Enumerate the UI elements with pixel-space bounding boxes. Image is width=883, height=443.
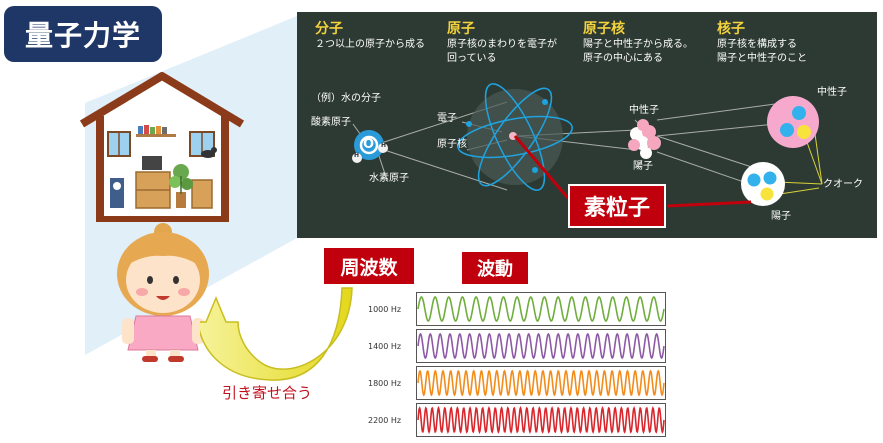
label-neutron: 中性子	[629, 105, 659, 116]
header-molecule: 分子 ２つ以上の原子から成る	[315, 20, 425, 52]
wave-label: 波動	[462, 252, 528, 284]
wave-row-1: 1000 Hz	[364, 292, 666, 326]
wave-3	[416, 366, 666, 400]
wave-1	[416, 292, 666, 326]
header-atom-title: 原子	[447, 21, 475, 37]
header-nucleon: 核子 原子核を構成する 陽子と中性子のこと	[717, 20, 807, 66]
header-molecule-line1: ２つ以上の原子から成る	[315, 39, 425, 50]
header-nucleon-line2: 陽子と中性子のこと	[717, 53, 807, 64]
header-atom-line1: 原子核のまわりを電子が	[447, 39, 557, 50]
title-text: 量子力学	[24, 19, 141, 52]
wave-row-2: 1400 Hz	[364, 329, 666, 363]
girl-illustration	[117, 223, 209, 362]
wave-line	[417, 369, 665, 397]
header-nucleus-line1: 陽子と中性子から成る。	[583, 39, 693, 50]
elementary-particle-label: 素粒子	[568, 184, 666, 228]
header-nucleon-line1: 原子核を構成する	[717, 39, 797, 50]
label-neutron-2: 中性子	[817, 87, 847, 98]
wave-1-label: 1000 Hz	[368, 305, 402, 314]
header-nucleus-line2: 原子の中心にある	[583, 53, 663, 64]
wave-4	[416, 403, 666, 437]
wave-4-label: 2200 Hz	[368, 416, 402, 425]
header-atom: 原子 原子核のまわりを電子が 回っている	[447, 20, 557, 66]
oxygen-symbol: O	[363, 137, 375, 152]
hydrogen-symbol-left: H	[354, 152, 360, 159]
board-graphics	[352, 83, 823, 208]
wave-2-label: 1400 Hz	[368, 342, 402, 351]
label-nucleus: 原子核	[437, 139, 467, 150]
house-illustration	[80, 72, 245, 222]
wave-row-4: 2200 Hz	[364, 403, 666, 437]
title-badge: 量子力学	[4, 6, 162, 62]
attract-text: 引き寄せ合う	[222, 384, 313, 402]
label-proton-2: 陽子	[771, 211, 791, 222]
waves-panel: 1000 Hz 1400 Hz 1800 Hz 2200 Hz	[364, 290, 674, 440]
frequency-label: 周波数	[324, 248, 414, 284]
header-nucleon-title: 核子	[717, 21, 745, 37]
header-molecule-title: 分子	[315, 21, 343, 37]
header-nucleus: 原子核 陽子と中性子から成る。 原子の中心にある	[583, 20, 693, 66]
frequency-text: 周波数	[340, 256, 398, 279]
label-example: （例）水の分子	[311, 93, 381, 104]
wave-text: 波動	[477, 259, 513, 280]
attraction-arrow	[200, 287, 353, 381]
wave-frame	[416, 292, 666, 326]
hydrogen-symbol-right: H	[381, 142, 387, 149]
header-atom-line2: 回っている	[447, 53, 497, 64]
wave-line	[417, 405, 665, 435]
wave-3-label: 1800 Hz	[368, 379, 402, 388]
wave-2	[416, 329, 666, 363]
wave-row-3: 1800 Hz	[364, 366, 666, 400]
label-electron: 電子	[437, 113, 457, 124]
label-hydrogen: 水素原子	[369, 173, 409, 184]
wave-line	[417, 296, 665, 322]
elementary-particle-text: 素粒子	[583, 196, 650, 221]
header-nucleus-title: 原子核	[583, 21, 625, 37]
label-oxygen: 酸素原子	[311, 117, 351, 128]
label-proton: 陽子	[633, 161, 653, 172]
wave-line	[417, 332, 665, 360]
label-quark: クオーク	[823, 179, 863, 190]
